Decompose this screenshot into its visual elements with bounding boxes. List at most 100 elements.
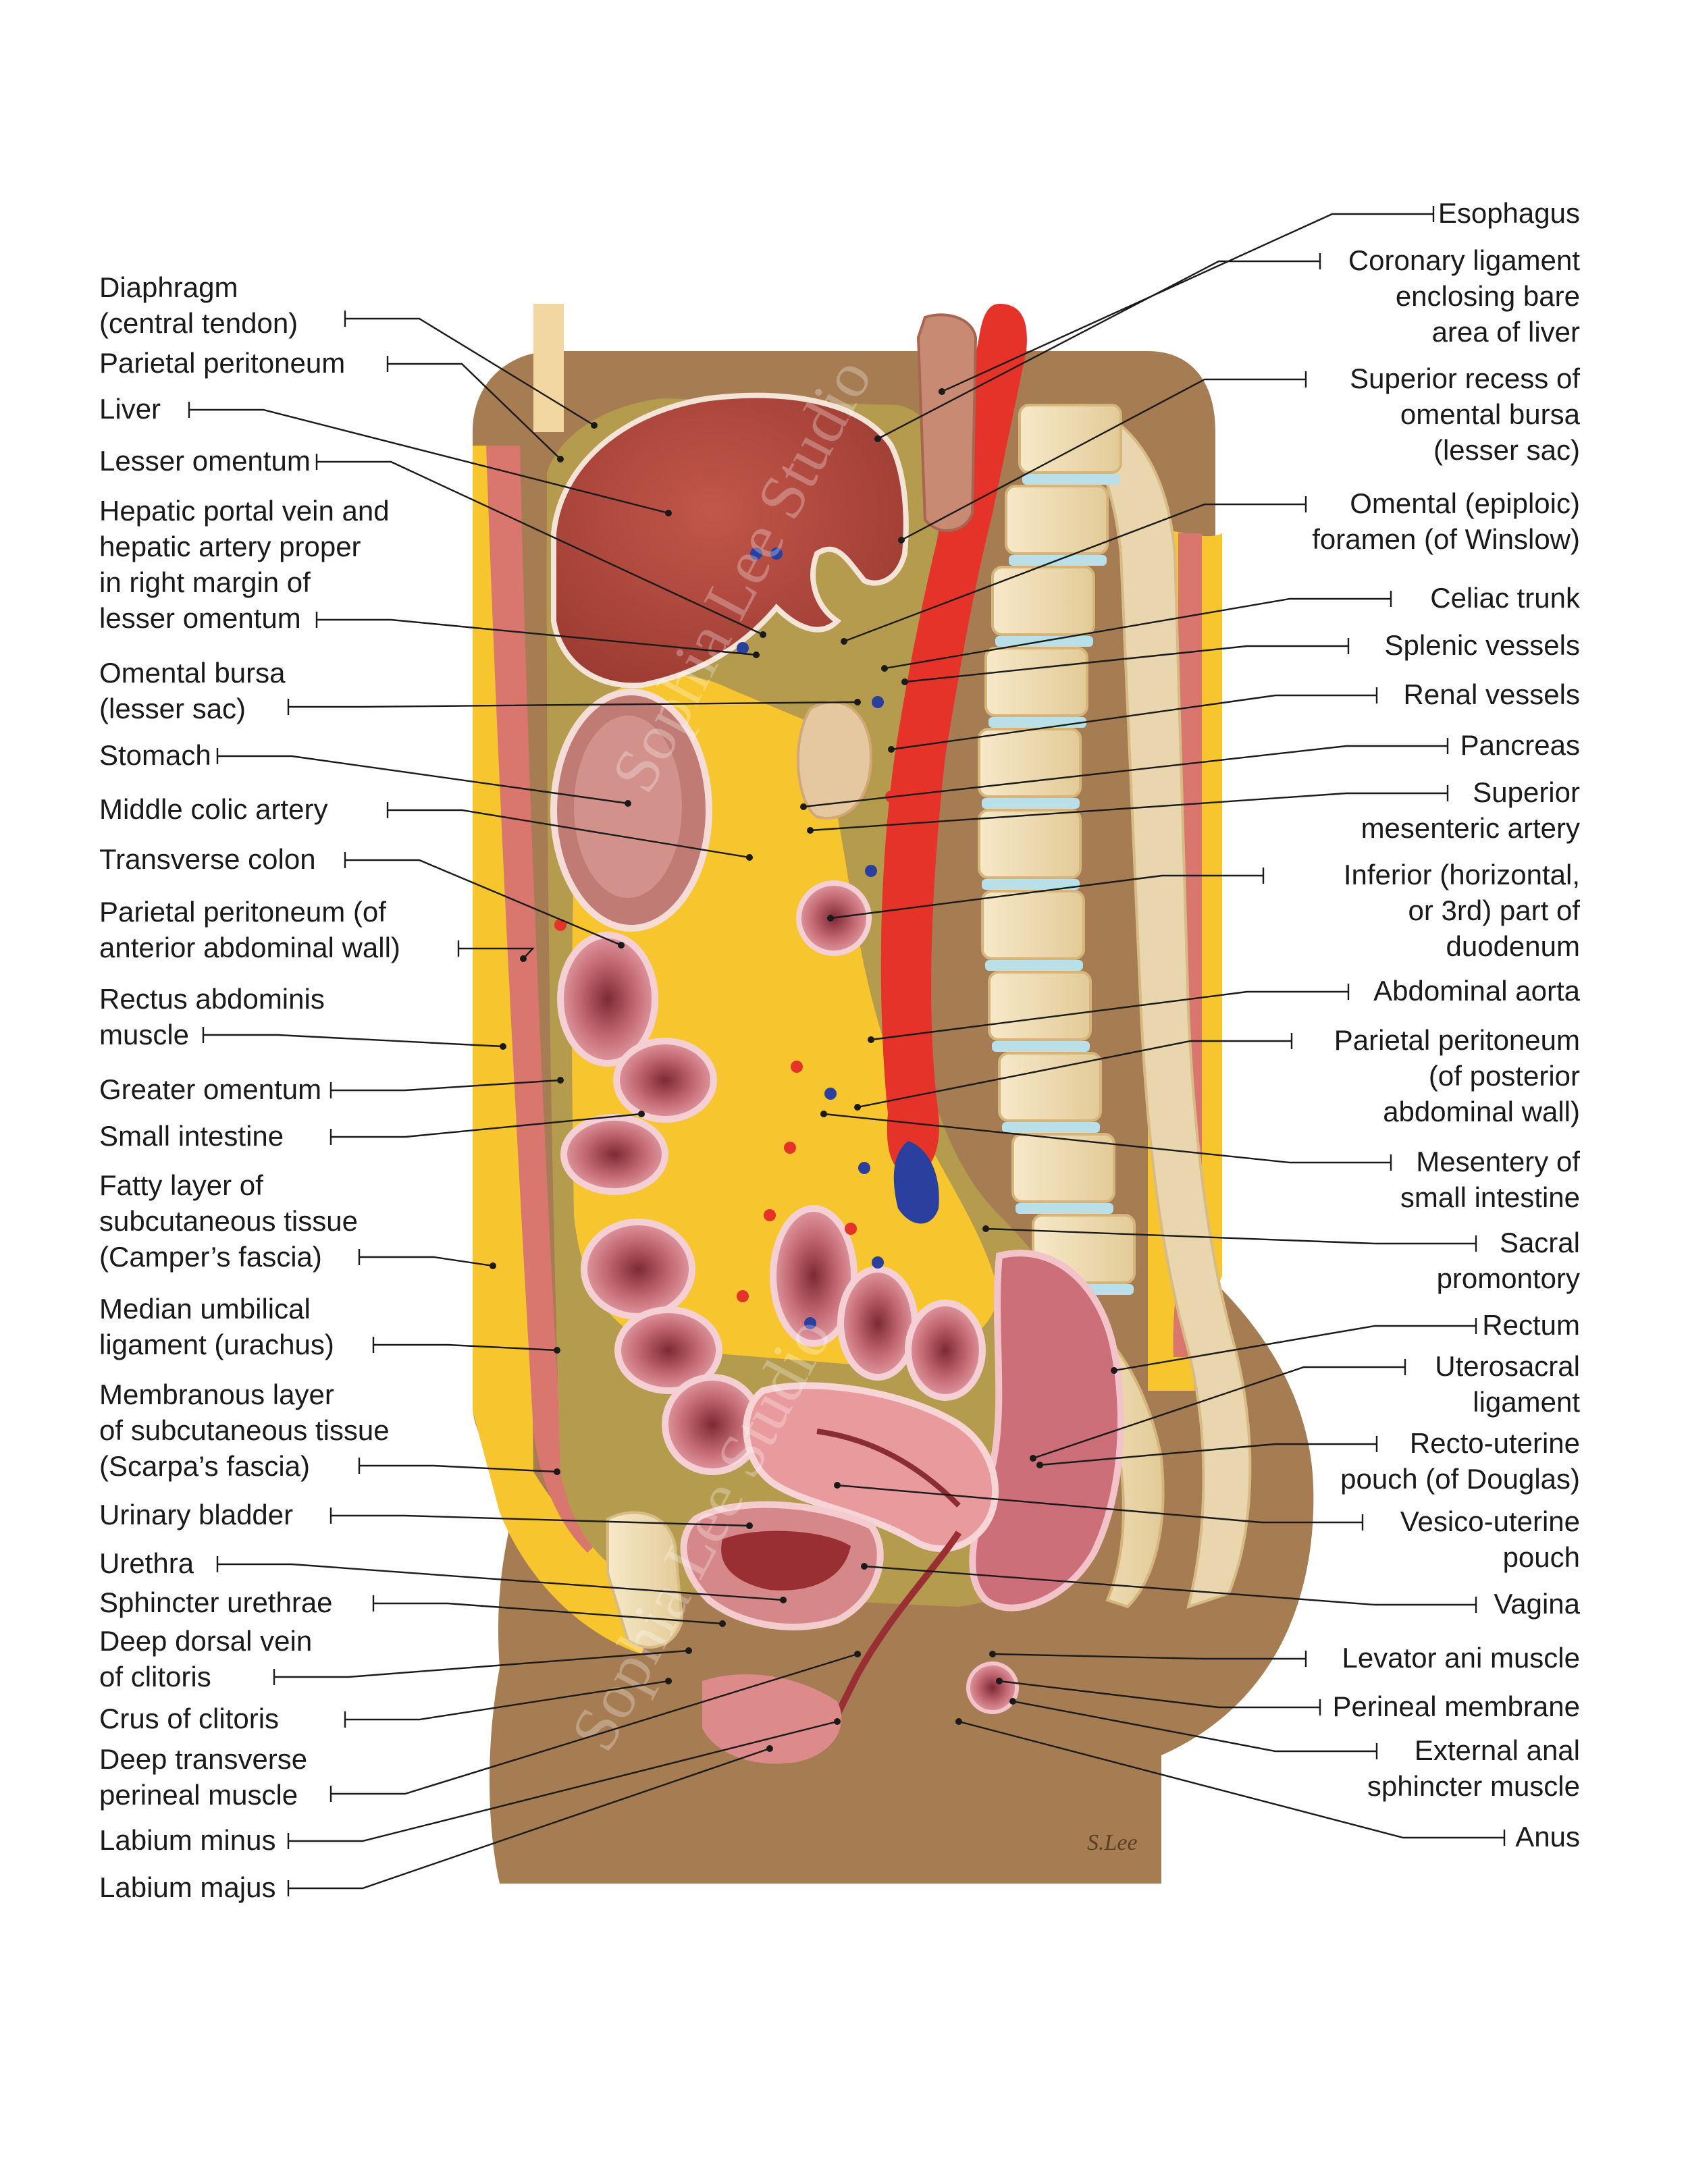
label-stomach: Stomach bbox=[99, 739, 211, 771]
leader-dot-perineal-membrane bbox=[996, 1678, 1003, 1684]
label-parietal-peritoneum-anterior-line-1: Parietal peritoneum (of bbox=[99, 896, 386, 928]
vessel-dot-3 bbox=[784, 1142, 796, 1154]
label-superior-mesenteric-artery-line-2: mesenteric artery bbox=[1361, 812, 1580, 844]
leader-labium-majus bbox=[288, 1747, 770, 1890]
leader-sacral-promontory bbox=[985, 1227, 1476, 1245]
vessel-dot-2 bbox=[824, 1088, 837, 1100]
label-mesentery-line-1: Mesentery of bbox=[1416, 1146, 1580, 1177]
intervertebral-disc-6 bbox=[982, 879, 1080, 890]
labels-left: Diaphragm(central tendon)Parietal perito… bbox=[99, 271, 400, 1903]
pancreas-shape bbox=[796, 700, 873, 820]
vertebra-1 bbox=[1018, 404, 1122, 474]
label-recto-uterine-pouch-line-1: Recto-uterine bbox=[1410, 1427, 1580, 1459]
label-campers-fascia-line-1: Fatty layer of bbox=[99, 1169, 263, 1201]
leader-urinary-bladder bbox=[331, 1514, 750, 1527]
vertebra-3 bbox=[991, 566, 1095, 636]
label-rectum-line-1: Rectum bbox=[1482, 1309, 1580, 1341]
leader-dot-sacral-promontory bbox=[982, 1225, 989, 1232]
label-deep-dorsal-vein-line-2: of clitoris bbox=[99, 1661, 211, 1693]
label-deep-transverse-perineal-line-1: Deep transverse bbox=[99, 1743, 307, 1775]
label-omental-bursa-line-2: (lesser sac) bbox=[99, 693, 246, 724]
leader-diaphragm bbox=[345, 317, 595, 427]
intervertebral-disc-8 bbox=[992, 1041, 1090, 1052]
aorta-shape bbox=[880, 304, 1027, 1175]
leader-dot-rectum bbox=[1111, 1367, 1117, 1374]
label-rectum: Rectum bbox=[1482, 1309, 1580, 1341]
label-diaphragm-line-1: Diaphragm bbox=[99, 271, 238, 303]
bowel-loop-2 bbox=[613, 1038, 717, 1123]
label-coronary-ligament-line-3: area of liver bbox=[1432, 316, 1580, 348]
leader-dot-urethra bbox=[780, 1597, 787, 1603]
vertebra-9 bbox=[998, 1052, 1102, 1122]
label-esophagus: Esophagus bbox=[1438, 197, 1580, 229]
anus-shape bbox=[966, 1661, 1019, 1714]
label-vesico-uterine-pouch-line-2: pouch bbox=[1503, 1541, 1580, 1573]
label-campers-fascia-line-2: subcutaneous tissue bbox=[99, 1205, 358, 1237]
leader-urethra bbox=[217, 1563, 784, 1601]
leader-dot-urinary-bladder bbox=[746, 1522, 753, 1529]
label-deep-dorsal-vein-line-1: Deep dorsal vein bbox=[99, 1625, 312, 1657]
leader-mesentery bbox=[823, 1113, 1391, 1164]
leader-dot-vesico-uterine-pouch bbox=[834, 1482, 841, 1489]
label-vagina-line-1: Vagina bbox=[1494, 1588, 1580, 1620]
leader-levator-ani bbox=[992, 1653, 1306, 1660]
label-urethra: Urethra bbox=[99, 1547, 194, 1579]
leader-labium-minus bbox=[288, 1720, 838, 1842]
label-liver: Liver bbox=[99, 393, 161, 425]
bowel-loop-9 bbox=[905, 1300, 986, 1401]
label-parietal-peritoneum-posterior-line-3: abdominal wall) bbox=[1383, 1096, 1580, 1127]
leader-parietal-peritoneum-anterior bbox=[458, 947, 535, 959]
label-omental-bursa: Omental bursa (lesser sac) bbox=[99, 657, 286, 724]
labia-shape bbox=[702, 1674, 842, 1764]
leader-dot-omental-foramen bbox=[841, 638, 847, 645]
label-esophagus-line-1: Esophagus bbox=[1438, 197, 1580, 229]
leader-dot-stomach bbox=[625, 800, 631, 807]
leader-dot-liver bbox=[665, 510, 672, 516]
leader-dot-coronary-ligament bbox=[874, 435, 881, 442]
leader-scarpas-fascia bbox=[359, 1464, 558, 1473]
intervertebral-disc-1 bbox=[1022, 474, 1120, 485]
label-campers-fascia-line-3: (Camper’s fascia) bbox=[99, 1241, 322, 1273]
label-sacral-promontory-line-1: Sacral bbox=[1500, 1227, 1580, 1258]
leader-dot-crus-of-clitoris bbox=[665, 1678, 672, 1684]
leader-esophagus bbox=[941, 213, 1433, 393]
leader-abdominal-aorta bbox=[870, 990, 1348, 1041]
leader-dot-celiac-trunk bbox=[881, 665, 888, 672]
label-omental-bursa-line-1: Omental bursa bbox=[99, 657, 286, 689]
label-parietal-peritoneum: Parietal peritoneum bbox=[99, 347, 345, 379]
bowel-loop-4 bbox=[581, 1219, 695, 1320]
leader-rectum bbox=[1113, 1325, 1476, 1372]
leader-crus-of-clitoris bbox=[345, 1680, 669, 1721]
esophagus-shape bbox=[916, 313, 978, 532]
leader-campers-fascia bbox=[359, 1256, 494, 1267]
leader-vesico-uterine-pouch bbox=[837, 1484, 1363, 1524]
leader-parietal-peritoneum-posterior bbox=[857, 1040, 1292, 1109]
anterior-strip bbox=[533, 304, 564, 432]
label-anus-line-1: Anus bbox=[1515, 1821, 1580, 1853]
leader-rectus-abdominis bbox=[203, 1034, 504, 1048]
leader-dot-middle-colic-artery bbox=[746, 854, 753, 861]
rectus-abdominis-shape bbox=[486, 446, 608, 1553]
label-renal-vessels-line-1: Renal vessels bbox=[1404, 678, 1580, 710]
leader-deep-dorsal-vein bbox=[274, 1649, 689, 1678]
intervertebral-disc-9 bbox=[1002, 1122, 1100, 1133]
leader-dot-parietal-peritoneum-anterior bbox=[520, 955, 527, 962]
leader-renal-vessels bbox=[891, 694, 1377, 751]
label-rectus-abdominis-line-2: muscle bbox=[99, 1019, 189, 1050]
label-deep-dorsal-vein: Deep dorsal vein of clitoris bbox=[99, 1625, 312, 1693]
label-liver-line-1: Liver bbox=[99, 393, 161, 425]
leader-uterosacral-ligament bbox=[1032, 1366, 1405, 1460]
label-labium-minus-line-1: Labium minus bbox=[99, 1824, 275, 1856]
leader-dot-abdominal-aorta bbox=[868, 1036, 874, 1043]
leader-dot-scarpas-fascia bbox=[554, 1468, 560, 1475]
leader-hepatic-portal-vein bbox=[317, 618, 757, 656]
